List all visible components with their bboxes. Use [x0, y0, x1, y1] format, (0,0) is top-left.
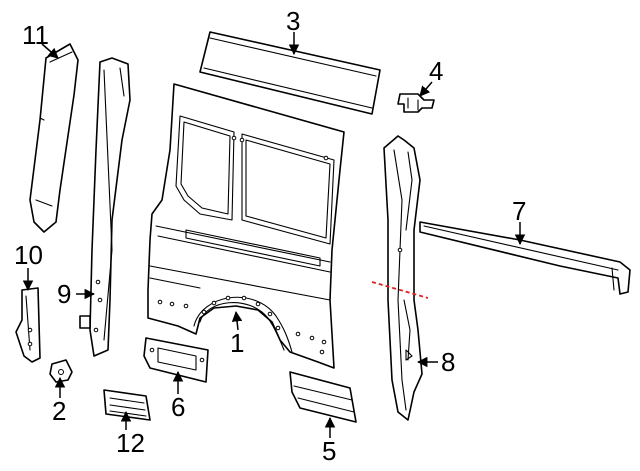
callout-labels: 1 2 3 4 5 6 7 8 9 10 11 12 [14, 6, 526, 466]
part-4-bracket [397, 93, 435, 113]
callout-8: 8 [441, 347, 455, 377]
callout-10: 10 [14, 240, 43, 270]
callout-5: 5 [322, 436, 336, 466]
callout-9: 9 [57, 279, 71, 309]
part-12-vent [103, 389, 151, 421]
part-7-rail-strip [419, 221, 631, 295]
part-6-lower-panel [143, 337, 209, 383]
callout-2: 2 [52, 396, 66, 426]
callout-11: 11 [22, 20, 49, 50]
part-11-pillar-trim [29, 43, 79, 233]
part-9-pillar [79, 57, 131, 357]
part-1-side-panel [147, 83, 345, 369]
cut-line [371, 281, 429, 299]
callout-6: 6 [171, 392, 185, 422]
part-10-lower-bracket [15, 287, 41, 363]
leader-lines [22, 32, 526, 438]
part-3-upper-rail [199, 31, 381, 115]
callout-4: 4 [429, 56, 443, 86]
callout-12: 12 [116, 428, 145, 458]
callout-3: 3 [286, 6, 300, 36]
callout-1: 1 [230, 328, 244, 358]
part-2-clip [49, 359, 73, 383]
part-5-lower-rear [289, 371, 357, 423]
callout-7: 7 [512, 196, 526, 226]
part-8-rear-pillar [383, 135, 423, 421]
